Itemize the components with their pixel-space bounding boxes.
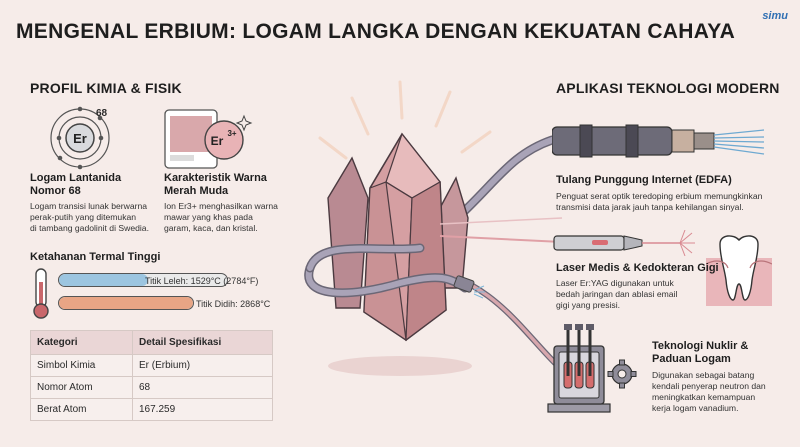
thermometer-icon — [33, 268, 49, 319]
atom-icon: Er — [50, 106, 110, 170]
table-cell: 167.259 — [132, 398, 273, 421]
app-edfa-title: Tulang Punggung Internet (EDFA) — [556, 174, 732, 186]
table-cell: 68 — [132, 376, 273, 399]
table-header-cell: Detail Spesifikasi — [132, 330, 273, 355]
melting-point-label: Titik Leleh: 1529°C (2784°F) — [145, 276, 259, 286]
app-laser-title: Laser Medis & Kedokteran Gigi — [556, 262, 719, 274]
atom-number: 68 — [96, 108, 108, 119]
color-description: Ion Er3+ menghasilkan warna mawar yang k… — [164, 201, 278, 233]
app-nuclear-description: Digunakan sebagai batang kendali penyera… — [652, 370, 766, 413]
thermal-heading: Ketahanan Termal Tinggi — [30, 251, 161, 263]
color-swatch-icon: Er 3+ — [164, 109, 253, 169]
ion-charge: 3+ — [227, 129, 236, 138]
erbium-crystal-illustration — [304, 80, 563, 376]
spec-table: Kategori Detail Spesifikasi Simbol Kimia… — [30, 330, 273, 421]
nuclear-reactor-icon — [547, 324, 637, 413]
table-cell: Er (Erbium) — [132, 354, 273, 377]
table-cell: Nomor Atom — [30, 376, 133, 399]
section-heading-profile: PROFIL KIMIA & FISIK — [30, 80, 182, 96]
atom-symbol: Er — [73, 131, 87, 146]
app-edfa-description: Penguat serat optik teredoping erbium me… — [556, 191, 763, 212]
app-nuclear-title: Teknologi Nuklir & Paduan Logam — [652, 340, 749, 365]
boiling-point-label: Titik Didih: 2868°C — [196, 299, 271, 309]
atom-title: Logam Lantanida Nomor 68 — [30, 172, 122, 197]
ion-symbol: Er — [211, 134, 224, 148]
fiber-optic-cable-icon — [552, 124, 765, 158]
table-header-cell: Kategori — [30, 330, 133, 355]
boiling-point-fill — [59, 297, 193, 309]
table-row: Nomor Atom 68 — [30, 376, 273, 399]
tooth-icon — [706, 235, 772, 306]
gear-icon — [607, 359, 637, 389]
app-laser-description: Laser Er:YAG digunakan untuk bedah jarin… — [556, 278, 678, 310]
atom-description: Logam transisi lunak berwarna perak-puti… — [30, 201, 149, 233]
laser-pen-icon — [553, 230, 695, 256]
table-header-row: Kategori Detail Spesifikasi — [30, 330, 273, 355]
table-row: Berat Atom 167.259 — [30, 398, 273, 421]
table-cell: Simbol Kimia — [30, 354, 133, 377]
boiling-point-bar — [58, 296, 194, 310]
color-title: Karakteristik Warna Merah Muda — [164, 172, 267, 197]
table-cell: Berat Atom — [30, 398, 133, 421]
page-title: MENGENAL ERBIUM: LOGAM LANGKA DENGAN KEK… — [16, 20, 736, 43]
section-heading-applications: APLIKASI TEKNOLOGI MODERN — [556, 80, 780, 96]
brand-logo: simu — [762, 10, 788, 22]
table-row: Simbol Kimia Er (Erbium) — [30, 354, 273, 377]
melting-point-fill — [59, 274, 149, 286]
melting-point-bar — [58, 273, 228, 287]
